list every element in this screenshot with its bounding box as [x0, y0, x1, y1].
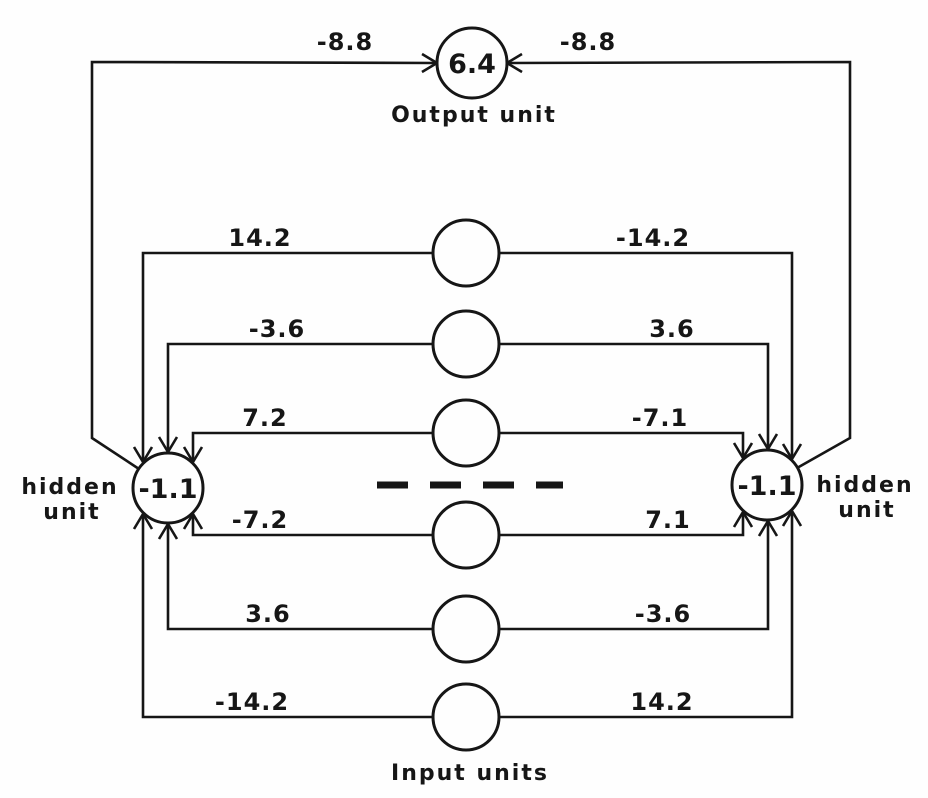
weight-input5-left: 3.6: [245, 600, 291, 628]
wire-input2-to-right-hidden: [499, 342, 779, 452]
weight-output-right: -8.8: [560, 28, 616, 56]
weight-input4-right: 7.1: [645, 506, 691, 534]
input-unit-1-node: [431, 218, 501, 288]
input-unit-5-node: [431, 594, 501, 664]
output-unit-node: [435, 26, 509, 100]
weight-input2-left: -3.6: [249, 315, 305, 343]
wire-input5-to-right-hidden: [499, 518, 779, 631]
weight-input5-right: -3.6: [635, 600, 691, 628]
wire-input2-to-left-hidden: [157, 342, 433, 455]
weight-input3-right: -7.1: [632, 404, 688, 432]
wire-input3-to-left-hidden: [182, 431, 433, 465]
weight-input4-left: -7.2: [232, 506, 288, 534]
output-unit-bias: 6.4: [448, 49, 496, 80]
hidden-unit-left-node: [131, 451, 205, 525]
weight-input1-left: 14.2: [228, 224, 291, 252]
wire-input6-to-right-hidden: [499, 508, 803, 719]
weight-input6-left: -14.2: [215, 688, 289, 716]
hidden-unit-right-bias: -1.1: [737, 471, 796, 502]
weight-input3-left: 7.2: [242, 404, 288, 432]
weight-input1-right: -14.2: [616, 224, 690, 252]
wire-left-hidden-to-output: [90, 52, 440, 471]
input-unit-2-node: [431, 309, 501, 379]
input-unit-6-node: [431, 682, 501, 752]
wire-input4-to-left-hidden: [182, 511, 433, 537]
input-units-caption: Input units: [391, 761, 549, 786]
wire-input5-to-left-hidden: [157, 521, 433, 631]
wire-input4-to-right-hidden: [499, 509, 754, 537]
output-unit-caption: Output unit: [391, 103, 557, 128]
hidden-unit-left-bias: -1.1: [138, 474, 197, 505]
weight-input2-right: 3.6: [649, 315, 695, 343]
weight-input6-right: 14.2: [630, 688, 693, 716]
hidden-unit-right-caption-line2: unit: [838, 498, 895, 523]
wire-input6-to-left-hidden: [132, 511, 433, 719]
hidden-unit-right-caption-line1: hidden: [816, 473, 913, 498]
hidden-unit-left-caption-line2: unit: [43, 500, 100, 525]
weight-output-left: -8.8: [317, 28, 373, 56]
wire-input1-to-right-hidden: [499, 251, 803, 462]
wire-input3-to-right-hidden: [499, 431, 754, 461]
hidden-unit-right-node: [730, 448, 804, 522]
input-unit-3-node: [431, 398, 501, 468]
wire-input1-to-left-hidden: [132, 251, 433, 465]
wire-right-hidden-to-output: [504, 52, 852, 470]
hidden-unit-left-caption-line1: hidden: [21, 475, 118, 500]
input-unit-4-node: [431, 500, 501, 570]
